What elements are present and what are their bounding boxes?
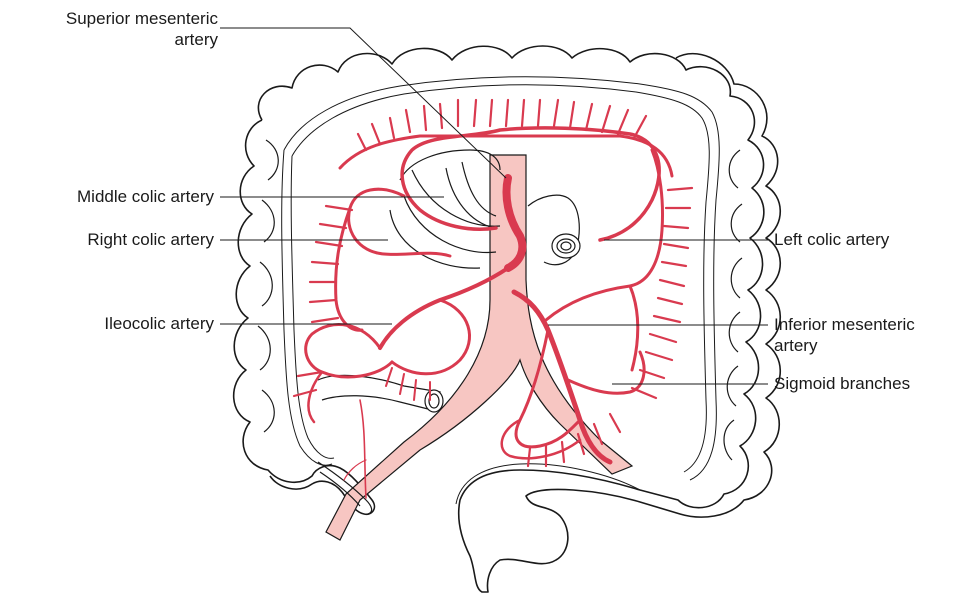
label-superior-mesenteric-artery: Superior mesenteric artery — [8, 8, 218, 50]
label-sigmoid-branches: Sigmoid branches — [774, 373, 910, 394]
aorta — [326, 155, 632, 540]
label-inferior-mesenteric-artery: Inferior mesenteric artery — [774, 314, 915, 356]
small-intestine-loops — [318, 150, 580, 514]
label-ileocolic-artery: Ileocolic artery — [8, 313, 214, 334]
label-left-colic-artery: Left colic artery — [774, 229, 889, 250]
label-inferior-mesenteric-line2: artery — [774, 335, 915, 356]
label-middle-colic-artery: Middle colic artery — [8, 186, 214, 207]
label-inferior-mesenteric-line1: Inferior mesenteric — [774, 314, 915, 335]
label-superior-mesenteric-line1: Superior mesenteric — [8, 8, 218, 29]
label-right-colic-artery: Right colic artery — [8, 229, 214, 250]
label-superior-mesenteric-line2: artery — [8, 29, 218, 50]
